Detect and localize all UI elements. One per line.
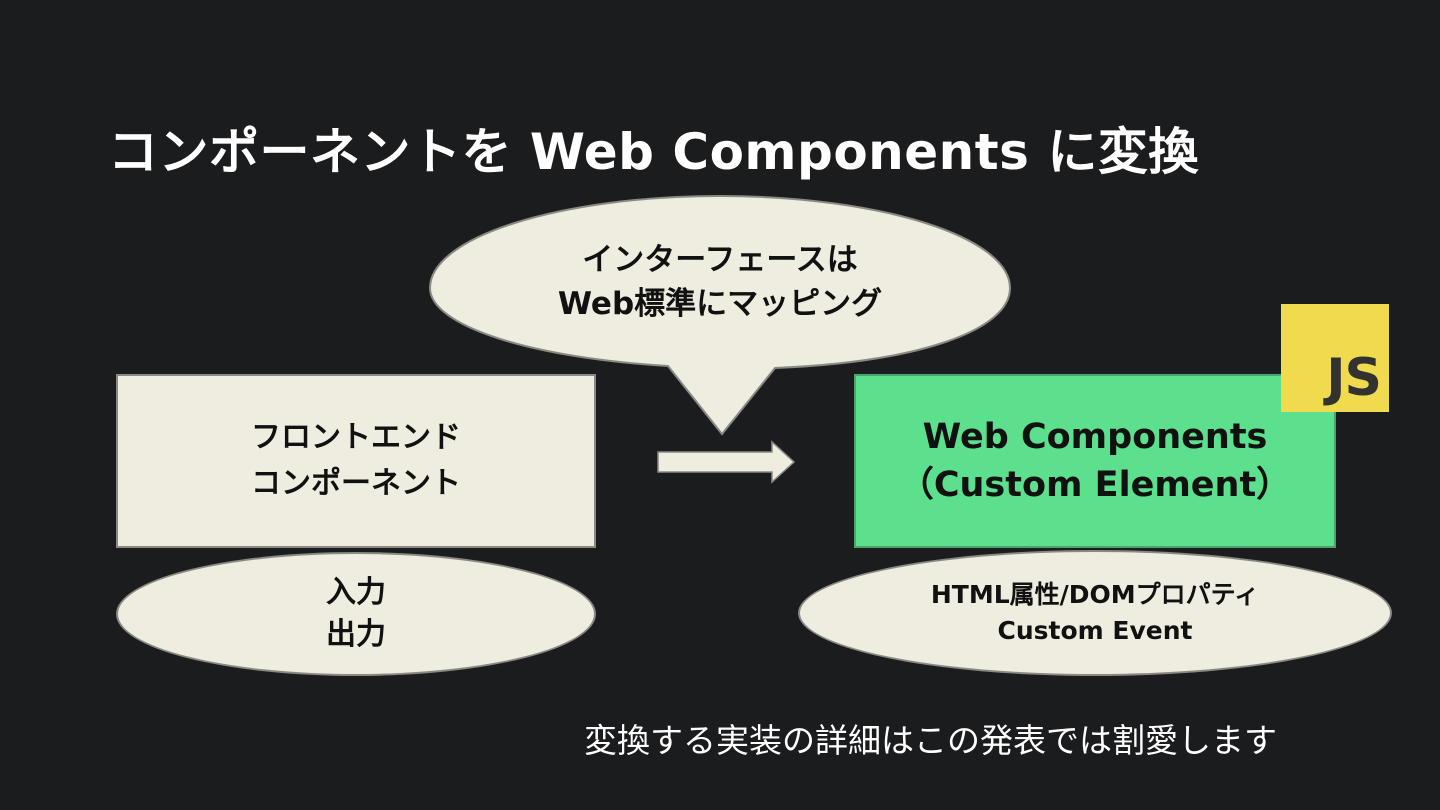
speech-bubble-text: インターフェースは Web標準にマッピング	[430, 238, 1010, 326]
custom-event-label: Custom Event	[997, 616, 1193, 645]
speech-bubble-line-2: Web標準にマッピング	[557, 286, 883, 322]
frontend-component-line-1: フロントエンド	[251, 420, 461, 455]
speech-bubble-line-1: インターフェースは	[582, 242, 858, 278]
slide-title: コンポーネントを Web Components に変換	[108, 123, 1199, 181]
web-components-box: Web Components （Custom Element）	[854, 374, 1336, 548]
attributes-label: HTML属性/DOMプロパティ	[930, 580, 1260, 609]
speech-bubble-shape	[428, 194, 1012, 436]
output-label: 出力	[326, 617, 386, 652]
footnote: 変換する実装の詳細はこの発表では割愛します	[584, 721, 1277, 760]
frontend-component-box: フロントエンド コンポーネント	[116, 374, 596, 548]
web-components-line-2: （Custom Element）	[898, 465, 1292, 505]
frontend-component-line-2: コンポーネント	[251, 466, 461, 501]
input-label: 入力	[326, 575, 386, 610]
right-arrow-icon	[657, 440, 796, 484]
input-output-ellipse: 入力 出力	[116, 552, 596, 676]
web-components-line-1: Web Components	[922, 417, 1268, 457]
javascript-logo-text: JS	[1326, 348, 1382, 408]
attributes-events-ellipse: HTML属性/DOMプロパティ Custom Event	[798, 550, 1392, 676]
javascript-logo-icon: JS	[1281, 304, 1389, 412]
